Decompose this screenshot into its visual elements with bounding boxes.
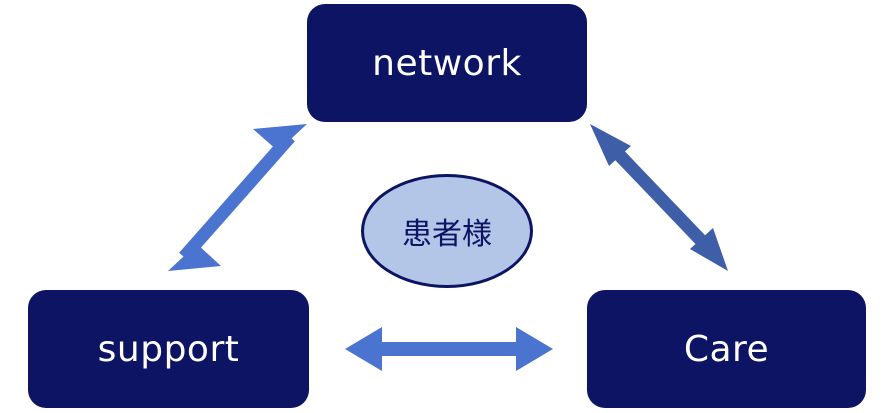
arrow-network-support (168, 124, 307, 271)
network-label: network (372, 42, 522, 84)
support-box: support (28, 290, 309, 408)
care-label: Care (683, 328, 770, 370)
patient-ellipse: 患者様 (361, 174, 533, 288)
arrow-support-care (345, 327, 553, 371)
patient-label: 患者様 (402, 217, 492, 252)
arrow-network-care (590, 124, 728, 271)
support-label: support (97, 328, 240, 370)
care-box: Care (587, 290, 866, 408)
network-box: network (307, 4, 587, 122)
